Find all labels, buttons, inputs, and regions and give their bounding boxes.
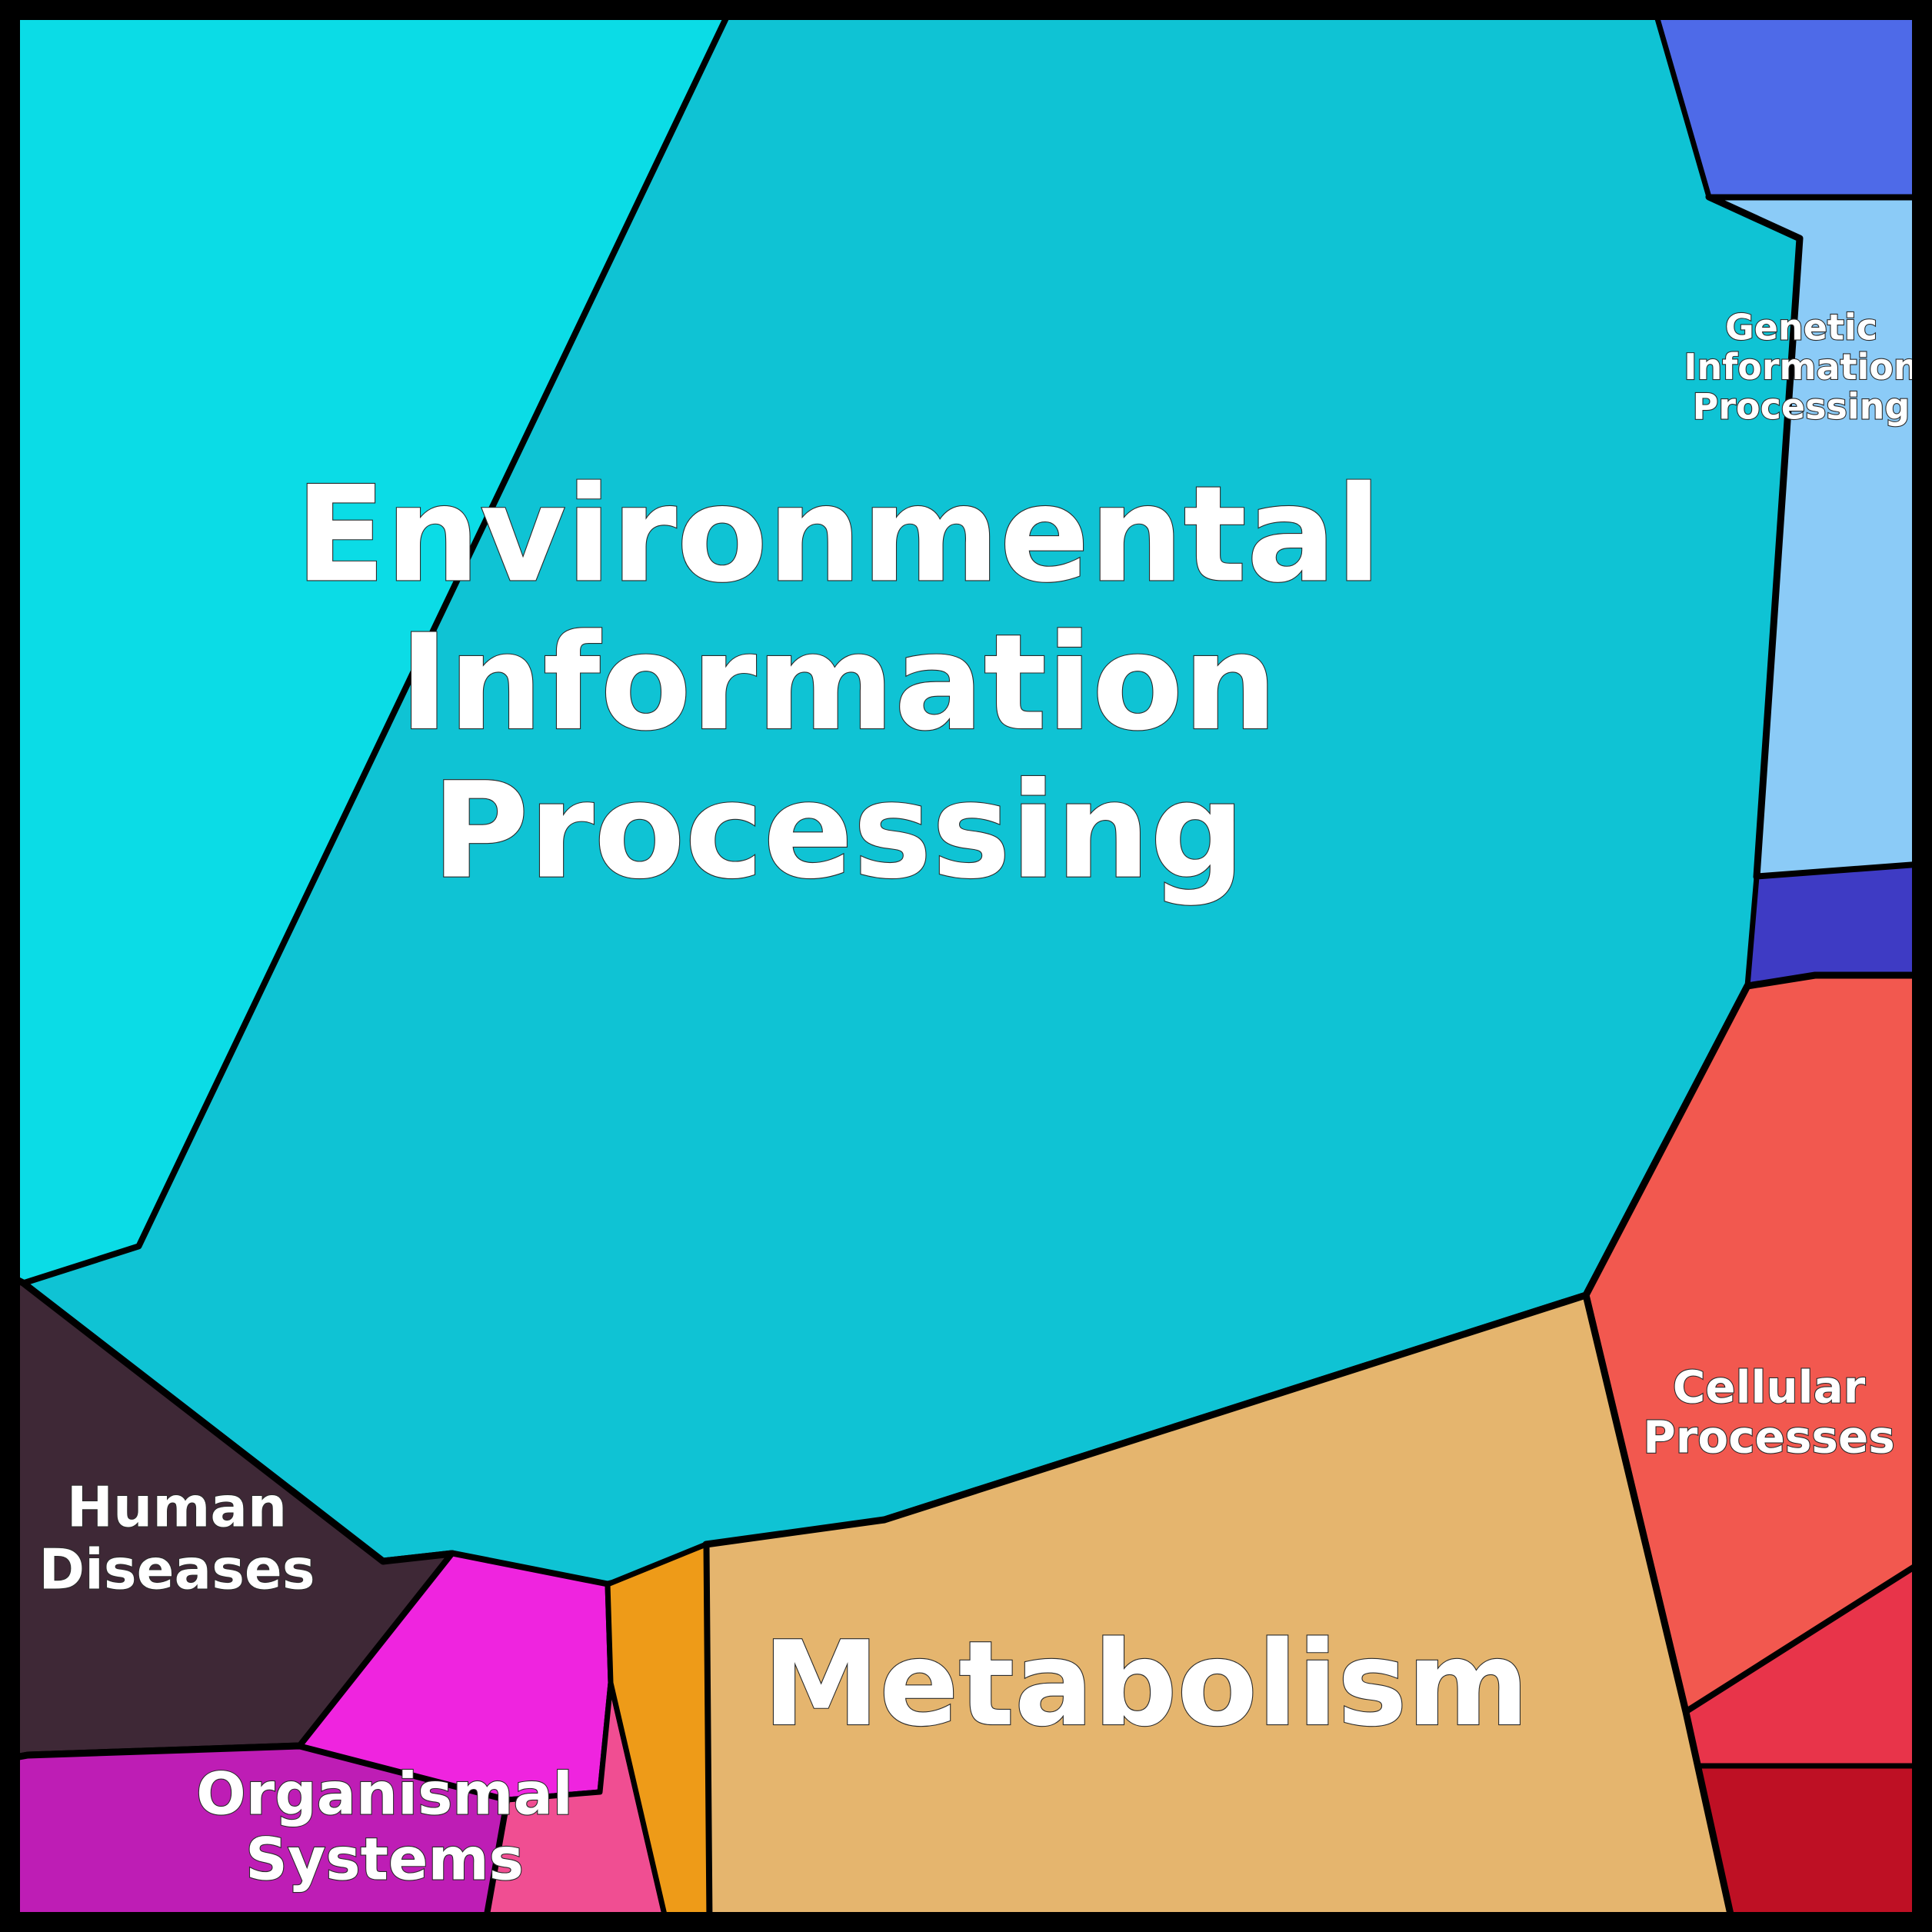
treemap-cell-label-line: Genetic: [1725, 306, 1877, 348]
treemap-cell-label-line: Processing: [1693, 385, 1910, 427]
treemap-cell-label-line: Information: [399, 605, 1277, 760]
treemap-subcell[interactable]: [1744, 861, 1924, 989]
treemap-cell-label-line: Systems: [245, 1825, 524, 1894]
treemap-cell-label-line: Metabolism: [763, 1616, 1529, 1752]
treemap-cell-label-line: Environmental: [295, 457, 1381, 611]
treemap-cell-label: Metabolism: [763, 1616, 1529, 1752]
treemap-cell-label-line: Processes: [1643, 1411, 1895, 1464]
treemap-cell-label-line: Information: [1684, 346, 1918, 388]
voronoi-cells-layer: [7, 7, 1925, 1925]
treemap-cell-label-line: Organismal: [196, 1759, 573, 1827]
treemap-cell-label-line: Human: [67, 1474, 287, 1539]
treemap-cell-label-line: Cellular: [1673, 1361, 1866, 1414]
treemap-cell-label-line: Diseases: [38, 1537, 315, 1601]
treemap-cell-label-line: Processing: [432, 753, 1245, 908]
